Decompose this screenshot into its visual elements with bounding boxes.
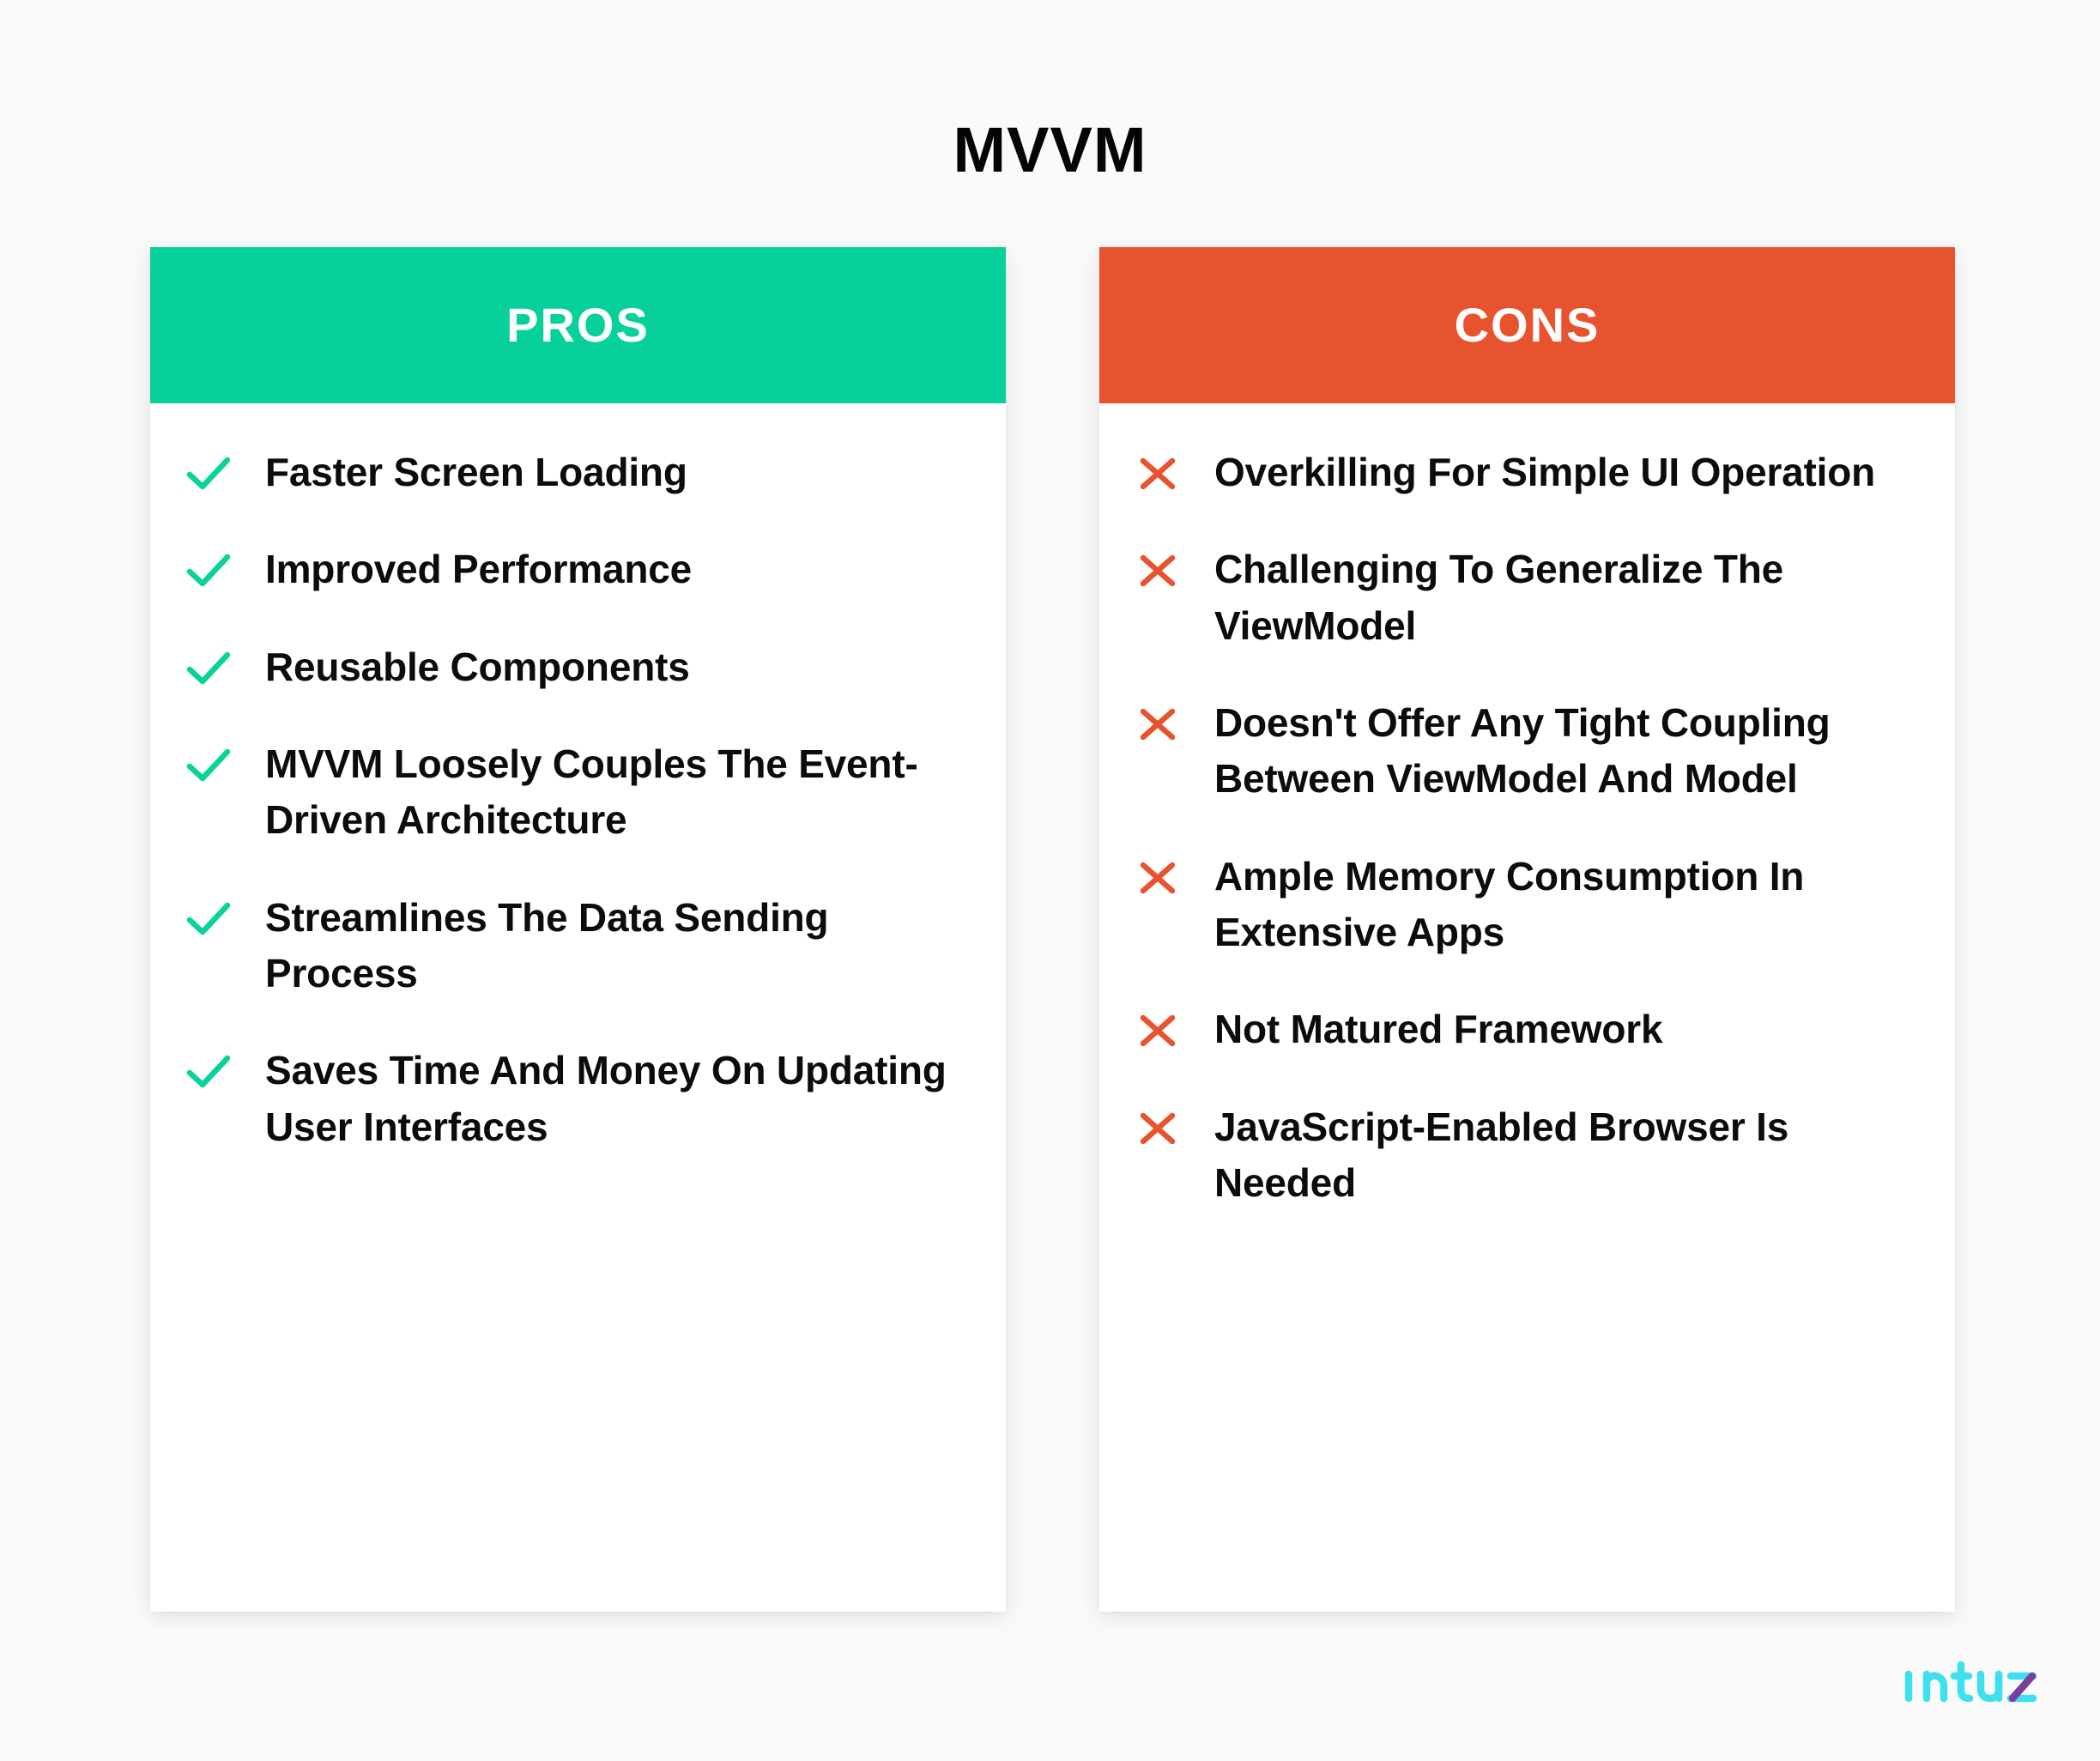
pros-header: PROS (150, 247, 1006, 403)
list-item-label: Doesn't Offer Any Tight Coupling Between… (1214, 699, 1831, 802)
intuz-logo-icon (1904, 1661, 2037, 1703)
pros-header-label: PROS (506, 298, 650, 352)
check-icon (186, 1055, 231, 1088)
list-item: MVVM Loosely Couples The Event-Driven Ar… (186, 736, 970, 849)
list-item-label: Streamlines The Data Sending Process (265, 894, 829, 995)
list-item: Challenging To Generalize The ViewModel (1135, 542, 1919, 654)
list-item-label: Challenging To Generalize The ViewModel (1214, 547, 1783, 648)
intuz-logo: intuz (1903, 1660, 2040, 1720)
cons-body: Overkilling For Simple UI Operation Chal… (1099, 403, 1955, 1245)
cross-icon (1140, 555, 1176, 587)
cons-list: Overkilling For Simple UI Operation Chal… (1135, 445, 1919, 1211)
page-title: MVVM (953, 113, 1147, 185)
cross-icon (1140, 457, 1176, 490)
cons-header: CONS (1099, 247, 1955, 403)
comparison-columns: PROS Faster Screen Loading Improved (0, 247, 2100, 1620)
cross-icon (1140, 708, 1176, 741)
list-item: Improved Performance (186, 542, 970, 597)
cross-icon (1140, 862, 1176, 893)
list-item: Overkilling For Simple UI Operation (1135, 445, 1919, 500)
check-icon (186, 902, 231, 935)
cross-icon (1140, 1014, 1176, 1047)
list-item: Reusable Components (186, 639, 970, 695)
list-item: Saves Time And Money On Updating User In… (186, 1043, 970, 1155)
list-item-label: JavaScript-Enabled Browser Is Needed (1214, 1104, 1789, 1205)
list-item: Ample Memory Consumption In Extensive Ap… (1135, 849, 1919, 961)
list-item-label: MVVM Loosely Couples The Event-Driven Ar… (265, 741, 918, 843)
check-icon (186, 748, 231, 782)
check-icon (186, 457, 231, 490)
list-item-label: Overkilling For Simple UI Operation (1214, 450, 1876, 494)
list-item: Doesn't Offer Any Tight Coupling Between… (1135, 695, 1919, 808)
cross-icon (1140, 1112, 1176, 1144)
cons-header-label: CONS (1454, 298, 1601, 352)
list-item: Not Matured Framework (1135, 1002, 1919, 1057)
list-item-label: Faster Screen Loading (265, 450, 687, 494)
pros-list: Faster Screen Loading Improved Performan… (186, 445, 970, 1155)
list-item-label: Reusable Components (265, 644, 690, 689)
list-item-label: Not Matured Framework (1214, 1007, 1663, 1052)
list-item-label: Improved Performance (265, 547, 693, 592)
list-item: Streamlines The Data Sending Process (186, 890, 970, 1002)
list-item: Faster Screen Loading (186, 445, 970, 500)
list-item-label: Ample Memory Consumption In Extensive Ap… (1214, 853, 1805, 954)
list-item: JavaScript-Enabled Browser Is Needed (1135, 1099, 1919, 1212)
check-icon (186, 651, 231, 684)
list-item-label: Saves Time And Money On Updating User In… (265, 1048, 947, 1149)
pros-card: PROS Faster Screen Loading Improved (150, 247, 1006, 1612)
pros-body: Faster Screen Loading Improved Performan… (150, 403, 1006, 1189)
check-icon (186, 554, 231, 587)
cons-card: CONS Overkilling For Simple UI Operation (1099, 247, 1955, 1612)
